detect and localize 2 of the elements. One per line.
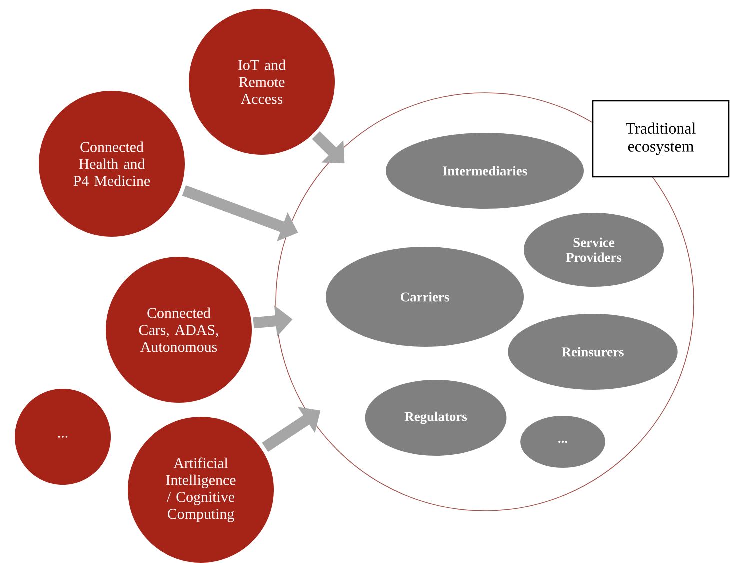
block-arrow [312,131,345,164]
label-box: Traditional ecosystem [592,100,730,178]
